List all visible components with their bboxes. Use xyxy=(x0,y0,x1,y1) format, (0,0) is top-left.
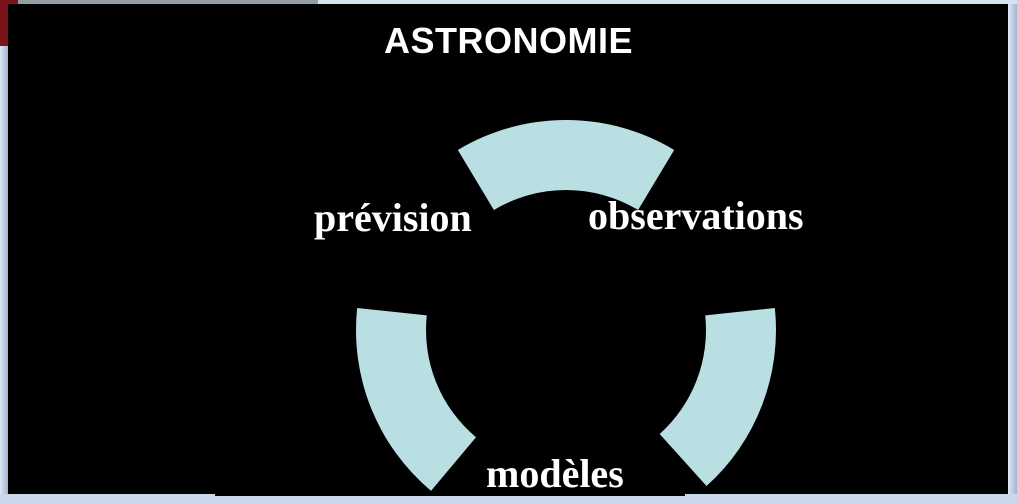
bottom-frame-edge xyxy=(0,494,1017,504)
diagram-title: ASTRONOMIE xyxy=(383,20,633,61)
cycle-arc-right xyxy=(659,308,777,487)
cycle-node-observations: observations xyxy=(588,193,804,238)
cycle-node-modeles: modèles xyxy=(486,451,624,496)
content-panel xyxy=(8,4,1008,494)
right-frame-edge xyxy=(1008,0,1017,504)
top-frame-edge xyxy=(0,0,1017,4)
left-frame-edge xyxy=(0,0,8,504)
bottom-panel-cutout xyxy=(215,490,685,496)
cycle-arc-top xyxy=(457,119,675,210)
cycle-arc-left xyxy=(355,308,477,491)
cycle-node-prevision: prévision xyxy=(314,195,472,240)
